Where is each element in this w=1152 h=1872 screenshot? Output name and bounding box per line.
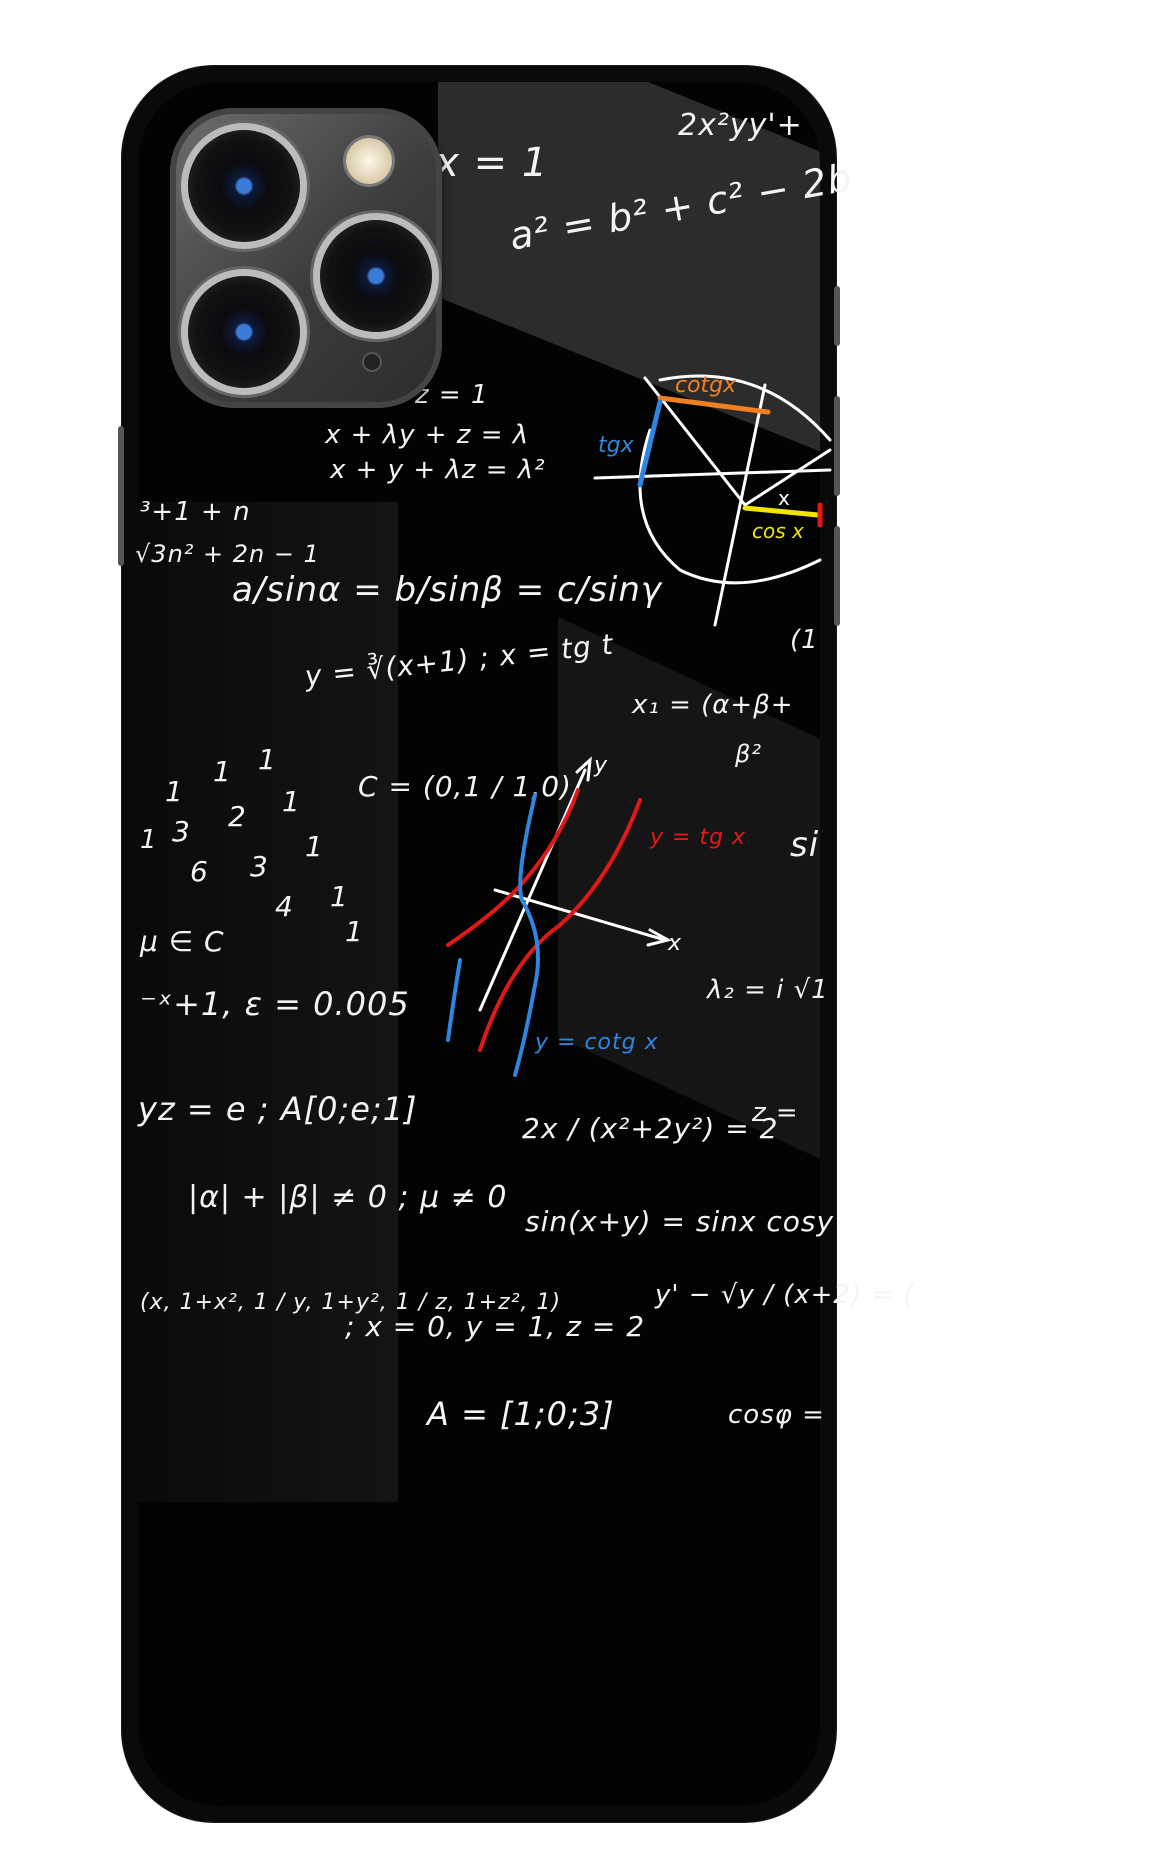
side-button xyxy=(834,396,840,496)
math-formula: ³+1 + n xyxy=(140,497,251,527)
number: 2 xyxy=(228,800,247,833)
math-formula: 2x²yy'+ xyxy=(678,108,803,143)
math-formula: cosφ = xyxy=(728,1400,825,1430)
side-button xyxy=(834,286,840,346)
math-formula: yz = e ; A[0;e;1] xyxy=(138,1090,418,1128)
math-formula: |α| + |β| ≠ 0 ; μ ≠ 0 xyxy=(188,1180,508,1215)
reflection-band xyxy=(138,502,398,1502)
math-formula: y' − √y / (x+2) = ( xyxy=(655,1280,915,1310)
camera-module xyxy=(170,108,442,408)
camera-flash xyxy=(346,138,392,184)
math-formula: a/sinα = b/sinβ = c/sinγ xyxy=(232,570,663,610)
math-formula: y = cotg x xyxy=(535,1030,659,1055)
cosx-label: cos x xyxy=(752,519,804,543)
math-formula: μ ∈ C xyxy=(140,925,225,958)
camera-lens-wide xyxy=(188,130,300,242)
function-graph xyxy=(446,756,673,1077)
y-axis-label: y xyxy=(593,753,608,778)
math-formula: (1 xyxy=(790,625,819,655)
tgx-label: tgx xyxy=(598,433,635,458)
math-formula: x₁ = (α+β+ xyxy=(632,690,794,720)
side-button xyxy=(834,526,840,626)
number: 1 xyxy=(282,785,301,818)
number: 1 xyxy=(330,880,349,913)
number: 1 xyxy=(305,830,324,863)
number: 1 xyxy=(165,775,184,808)
math-formula: sin(x+y) = sinx cosy xyxy=(525,1205,835,1238)
math-formula: √3n² + 2n − 1 xyxy=(135,540,320,568)
math-formula: β² xyxy=(735,740,762,768)
microphone-hole xyxy=(364,354,380,370)
math-formula: 2x / (x²+2y²) = 2 xyxy=(522,1112,779,1145)
x-axis-label: x xyxy=(667,931,682,956)
math-formula: x + y + λz = λ² xyxy=(330,455,546,485)
camera-lens-tele xyxy=(320,220,432,332)
number: 3 xyxy=(172,815,191,848)
number: 6 xyxy=(190,855,209,888)
math-formula: z = xyxy=(752,1098,799,1128)
number: 1 xyxy=(213,755,232,788)
side-button xyxy=(118,426,124,566)
math-formula: ; x = 0, y = 1, z = 2 xyxy=(345,1310,646,1343)
number: 1 xyxy=(140,825,158,855)
math-formula: y = tg x xyxy=(650,825,747,850)
math-formula: x + λy + z = λ xyxy=(325,420,530,450)
number: 4 xyxy=(275,890,294,923)
number: 3 xyxy=(250,850,269,883)
math-formula: A = [1;0;3] xyxy=(427,1395,615,1433)
math-formula: λ₂ = i √1 xyxy=(707,975,829,1005)
cotgx-label: cotgx xyxy=(675,373,737,398)
math-formula: ⁻ˣ+1, ε = 0.005 xyxy=(140,985,410,1023)
camera-lens-ultrawide xyxy=(188,276,300,388)
unit-circle-diagram xyxy=(593,374,832,627)
number: 1 xyxy=(258,743,277,776)
x-angle-label: x xyxy=(778,486,790,510)
math-formula: (x, 1+x², 1 / y, 1+y², 1 / z, 1+z², 1) xyxy=(140,1290,562,1315)
math-formula: si xyxy=(790,825,820,865)
number: 1 xyxy=(345,915,364,948)
